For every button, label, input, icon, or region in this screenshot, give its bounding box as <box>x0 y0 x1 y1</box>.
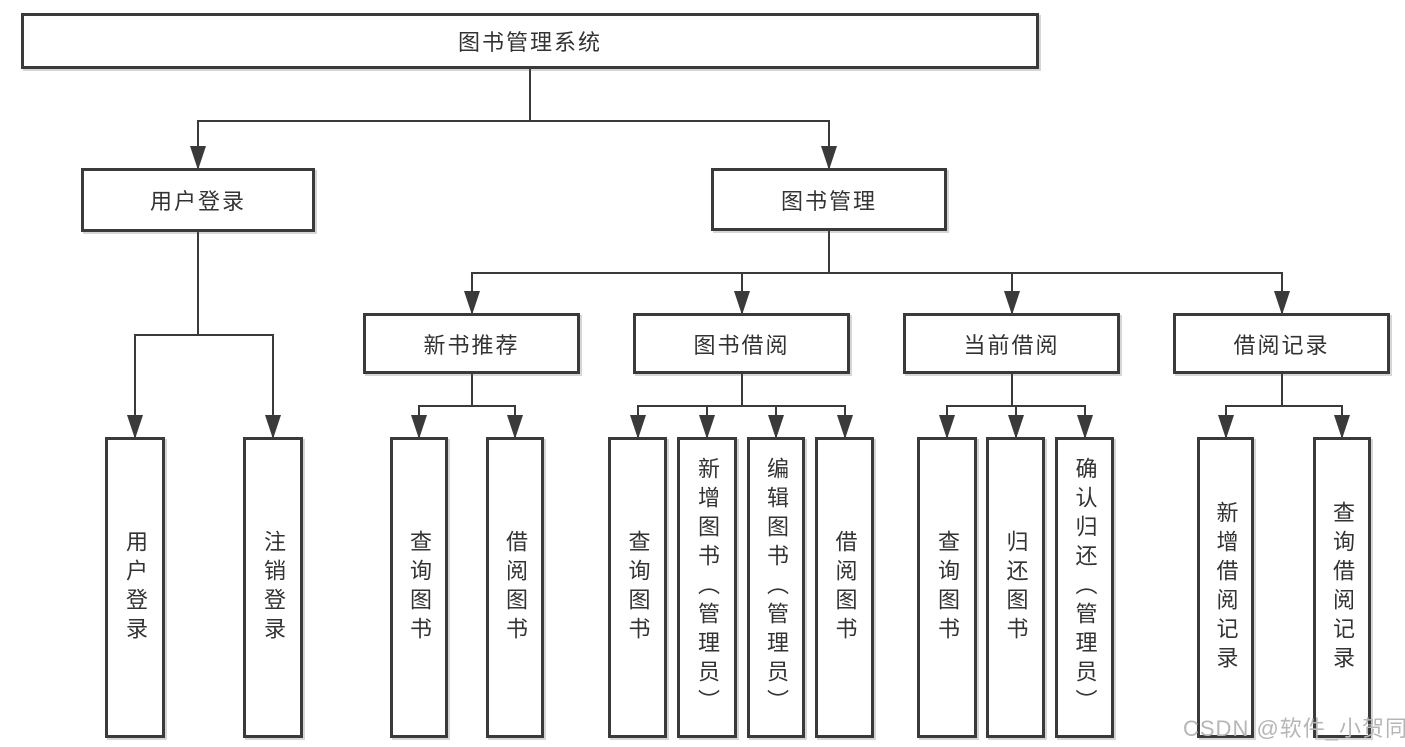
connector-stem <box>197 120 199 168</box>
arrowhead-down-icon <box>1076 415 1093 439</box>
arrowhead-down-icon <box>768 415 784 439</box>
connector-bar <box>134 334 274 336</box>
connector-stem <box>1280 372 1283 407</box>
arrowhead-down-icon <box>265 415 281 439</box>
node-query-books-borrow: 查询图书 <box>608 437 667 738</box>
node-add-borrow-record: 新增借阅记录 <box>1197 437 1254 738</box>
node-book-management: 图书管理 <box>711 168 947 231</box>
arrowhead-down-icon <box>1217 415 1234 439</box>
node-confirm-return-admin: 确认归还（管理员） <box>1055 437 1114 738</box>
arrowhead-down-icon <box>190 146 206 170</box>
arrowhead-down-icon <box>699 415 715 439</box>
connector-stem <box>740 372 743 407</box>
arrowhead-down-icon <box>821 146 837 170</box>
node-query-books-newrec: 查询图书 <box>390 437 448 738</box>
node-borrowing-records: 借阅记录 <box>1173 313 1390 374</box>
node-user-login-leaf: 用户登录 <box>105 437 165 738</box>
connector-stem <box>1010 372 1013 407</box>
node-current-borrowing: 当前借阅 <box>903 313 1120 374</box>
node-query-borrow-record: 查询借阅记录 <box>1313 437 1371 738</box>
csdn-watermark: CSDN @软件_小贺同学 <box>1183 716 1405 741</box>
connector-bar <box>470 272 1283 274</box>
connector-bar <box>636 405 846 407</box>
arrowhead-down-icon <box>463 291 480 315</box>
node-query-books-current: 查询图书 <box>917 437 977 738</box>
connector-stem <box>470 372 473 407</box>
arrowhead-down-icon <box>1273 291 1290 315</box>
node-logout-leaf: 注销登录 <box>243 437 303 738</box>
connector-bar <box>1224 405 1343 407</box>
arrowhead-down-icon <box>1003 291 1020 315</box>
arrowhead-down-icon <box>411 415 427 439</box>
connector-stem <box>828 229 830 274</box>
arrowhead-down-icon <box>1334 415 1350 439</box>
connector-stem <box>272 334 274 437</box>
node-book-borrowing: 图书借阅 <box>633 313 850 374</box>
connector-bar <box>197 120 830 122</box>
arrowhead-down-icon <box>733 291 750 315</box>
connector-stem <box>197 230 199 336</box>
arrowhead-down-icon <box>127 415 143 439</box>
node-user-login-branch: 用户登录 <box>81 168 315 232</box>
arrowhead-down-icon <box>507 415 523 439</box>
arrowhead-down-icon <box>1007 415 1024 439</box>
node-edit-books-admin: 编辑图书（管理员） <box>747 437 805 738</box>
connector-bar <box>418 405 516 407</box>
connector-stem <box>828 120 830 168</box>
arrowhead-down-icon <box>629 415 646 439</box>
node-library-system-root: 图书管理系统 <box>21 13 1039 69</box>
connector-stem <box>529 67 531 122</box>
node-return-books: 归还图书 <box>986 437 1045 738</box>
node-borrow-books-borrow: 借阅图书 <box>815 437 874 738</box>
node-borrow-books-newrec: 借阅图书 <box>486 437 544 738</box>
node-new-book-recommend: 新书推荐 <box>363 313 580 374</box>
arrowhead-down-icon <box>836 415 853 439</box>
connector-stem <box>134 334 136 437</box>
node-add-books-admin: 新增图书（管理员） <box>677 437 737 738</box>
arrowhead-down-icon <box>939 415 955 439</box>
